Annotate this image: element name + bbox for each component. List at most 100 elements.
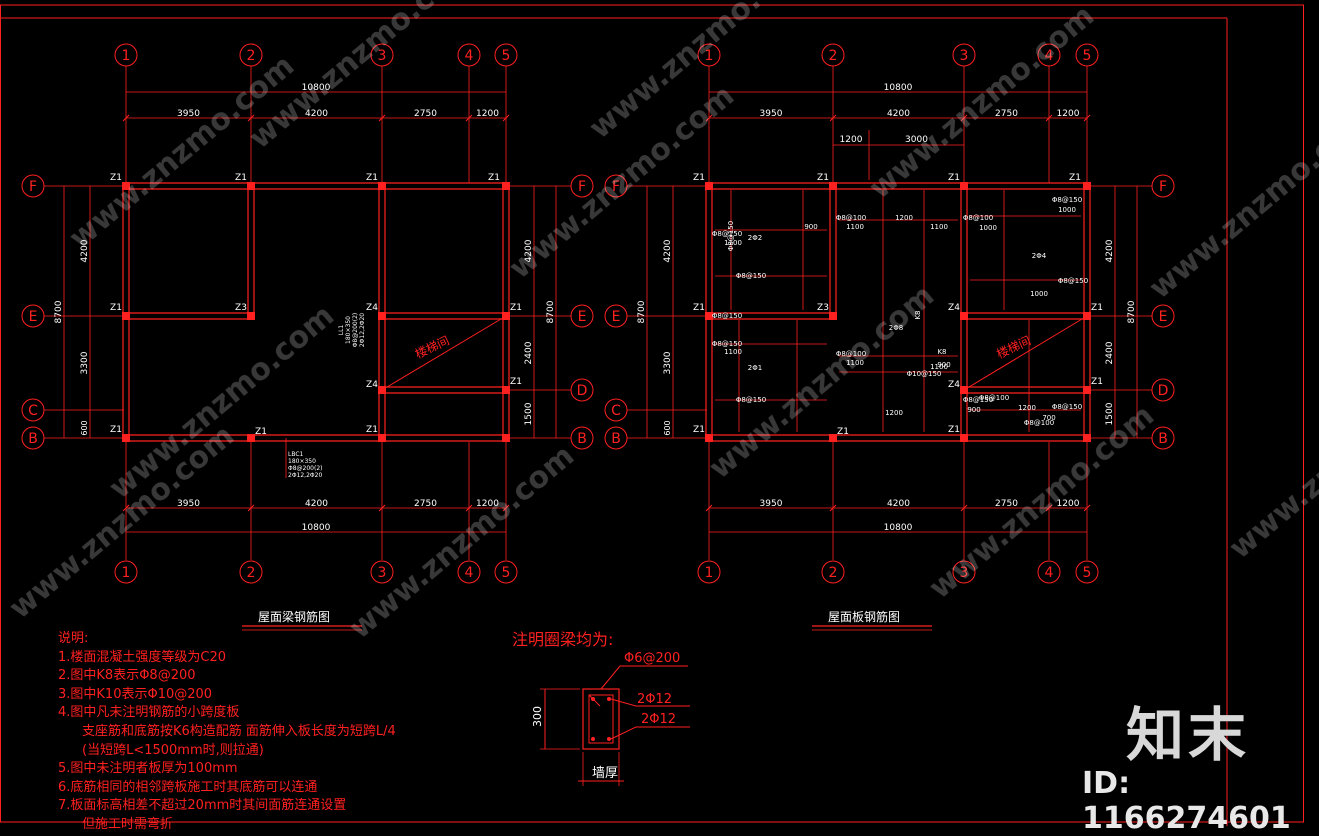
- url-watermark: www.znzmo.com: [1143, 98, 1319, 306]
- watermark-layer: www.znzmo.comwww.znzmo.comwww.znzmo.comw…: [3, 0, 1319, 646]
- dim-top-part: 2750: [414, 109, 437, 119]
- dim-left-part: 3300: [80, 351, 90, 374]
- slab-length-label: 1100: [930, 363, 948, 371]
- dim-bottom-part: 3950: [760, 499, 783, 509]
- column-label: Z4: [366, 303, 378, 313]
- axis-bubble-bottom-1: [114, 560, 138, 584]
- axis-bubble-right-D-label: D: [1158, 383, 1169, 399]
- column-label: Z1: [948, 425, 960, 435]
- column-label: Z1: [110, 173, 122, 183]
- axis-bubble-top-2-label: 2: [829, 48, 838, 64]
- dim-tick: [502, 504, 510, 512]
- stair-diagonal: [963, 315, 1088, 391]
- column: [122, 182, 130, 190]
- slab-rebar-label: Φ8@150: [736, 396, 766, 404]
- axis-bubble-right-E-label: E: [578, 309, 587, 325]
- axis-bubble-top-1: [697, 43, 721, 67]
- beam-note-vertical: LL1: [338, 325, 345, 336]
- dim-bottom-part: 4200: [305, 499, 328, 509]
- slab-length-label: 700: [1042, 414, 1055, 422]
- slab-rebar-label: Φ8@150: [1052, 196, 1082, 204]
- slab-rebar-label: Φ8@150: [712, 230, 742, 238]
- dim-left-total: 8700: [54, 300, 64, 323]
- axis-bubble-bottom-2: [239, 560, 263, 584]
- column-label: Z3: [235, 303, 247, 313]
- slab-rebar-label: Φ8@150: [736, 272, 766, 280]
- axis-bubble-top-5-label: 5: [502, 48, 511, 64]
- dim-tick: [1045, 114, 1053, 122]
- column-label: Z1: [255, 427, 267, 437]
- column: [960, 182, 968, 190]
- dim-top-sub: 1200: [840, 135, 863, 145]
- column-label: Z1: [693, 425, 705, 435]
- dim-left-total: 8700: [637, 300, 647, 323]
- url-watermark: www.znzmo.com: [343, 438, 581, 646]
- dim-top-part: 1200: [1057, 109, 1080, 119]
- dim-right-total: 8700: [1127, 300, 1137, 323]
- dim-bottom-part: 1200: [1057, 499, 1080, 509]
- column: [378, 434, 386, 442]
- note-line: 5.图中未注明者板厚为100mm: [58, 761, 238, 777]
- beam-note-vertical: 180×350: [345, 316, 352, 344]
- axis-bubble-bottom-4: [1037, 560, 1061, 584]
- axis-bubble-top-2: [239, 43, 263, 67]
- right-drawing-title: 屋面板钢筋图: [828, 609, 900, 624]
- slab-length-label: 900: [804, 223, 817, 231]
- beam-note: LBC1: [288, 451, 304, 458]
- bottom-bar-left: [591, 737, 595, 741]
- slab-length-label: 900: [937, 361, 950, 369]
- axis-bubble-left-C-label: C: [28, 403, 38, 419]
- column-label: Z1: [510, 377, 522, 387]
- axis-bubble-left-E-label: E: [29, 309, 38, 325]
- column: [960, 312, 968, 320]
- slab-rebar-label: Φ8@100: [836, 214, 866, 222]
- column: [1083, 434, 1091, 442]
- stirrup-label: Φ6@200: [624, 651, 680, 666]
- axis-bubble-top-2-label: 2: [247, 48, 256, 64]
- note-line: 1.楼面混凝土强度等级为C20: [58, 649, 227, 665]
- column-label: Z1: [110, 425, 122, 435]
- top-bar-right: [607, 697, 611, 701]
- slab-rebar-label: Φ8@150: [712, 340, 742, 348]
- dim-top-total: 10800: [884, 83, 913, 93]
- axis-bubble-top-1: [114, 43, 138, 67]
- slab-length-label: 1100: [846, 223, 864, 231]
- axis-bubble-top-4-label: 4: [465, 48, 474, 64]
- column: [960, 386, 968, 394]
- dim-bottom-part: 2750: [414, 499, 437, 509]
- axis-bubble-top-5: [1075, 43, 1099, 67]
- dim-top-total: 10800: [302, 83, 331, 93]
- beam-stirrup: [588, 694, 614, 744]
- column-label: Z1: [488, 173, 500, 183]
- axis-bubble-bottom-3-label: 3: [960, 565, 969, 581]
- dim-right-part: 4200: [1105, 239, 1115, 262]
- note-line: 支座筋和底筋按K6构造配筋 面筋伸入板长度为短跨L/4: [82, 723, 396, 739]
- axis-bubble-bottom-4-label: 4: [465, 565, 474, 581]
- slab-length-label: 1200: [885, 409, 903, 417]
- note-line: 3.图中K10表示Φ10@200: [58, 686, 213, 702]
- dim-top-part: 4200: [305, 109, 328, 119]
- stair-diagonal: [381, 315, 507, 391]
- column-label: Z1: [693, 303, 705, 313]
- column: [502, 386, 510, 394]
- column: [829, 434, 837, 442]
- column: [1083, 386, 1091, 394]
- column-label: Z1: [510, 303, 522, 313]
- dim-left-part: 4200: [663, 239, 673, 262]
- axis-bubble-right-B-label: B: [1158, 431, 1168, 447]
- axis-bubble-bottom-2: [821, 560, 845, 584]
- dim-top-part: 1200: [476, 109, 499, 119]
- dim-tick: [1045, 504, 1053, 512]
- brand-watermark-logo: 知末: [1126, 701, 1251, 769]
- axis-bubble-right-B-label: B: [577, 431, 587, 447]
- column: [122, 312, 130, 320]
- dim-left-part: 600: [80, 420, 89, 435]
- width-label: 墙厚: [592, 766, 618, 781]
- dim-tick: [960, 504, 968, 512]
- column-label: Z4: [366, 380, 378, 390]
- column-label: Z1: [366, 173, 378, 183]
- ring-beam-detail: 注明圈梁均为: Φ6@200 2Φ12 2Φ12 300 墙厚: [512, 630, 690, 786]
- column-label: Z1: [235, 173, 247, 183]
- dim-top-part: 2750: [995, 109, 1018, 119]
